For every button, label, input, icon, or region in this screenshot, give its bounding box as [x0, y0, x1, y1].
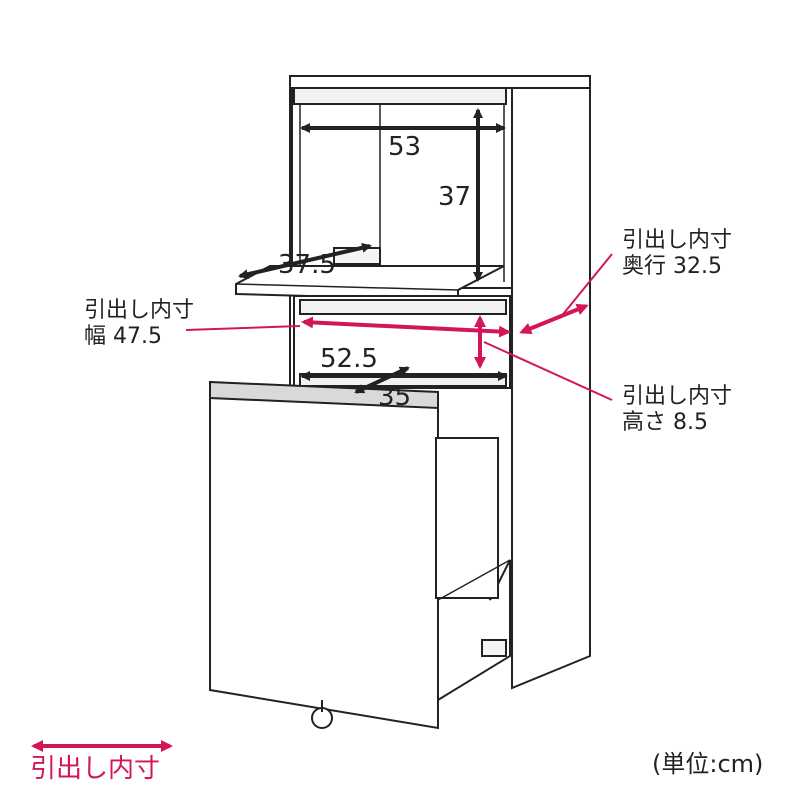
label-lower-width: 52.5: [320, 344, 378, 374]
label-lower-depth: 35: [378, 382, 412, 412]
cabinet-outline: [209, 75, 591, 730]
leader-width: [185, 325, 301, 331]
callout-depth-line1: 引出し内寸: [622, 228, 733, 253]
callout-drawer-height: 引出し内寸 高さ 8.5: [622, 384, 732, 436]
arrow-lower-depth: [354, 366, 410, 394]
leader-height: [483, 341, 613, 401]
unit-note: (単位:cm): [652, 750, 764, 778]
drawer-bin: [435, 437, 499, 599]
callout-depth-line2: 奥行 32.5: [622, 254, 722, 279]
callout-drawer-width: 引出し内寸 幅 47.5: [84, 298, 194, 350]
pink-depth-arrow: [519, 303, 589, 335]
label-slide-depth: 37.5: [278, 250, 336, 280]
pink-arrows: [301, 303, 589, 369]
cabinet-side-panel: [511, 87, 591, 690]
slide-shelf: [235, 265, 505, 302]
callout-height-line1: 引出し内寸: [622, 384, 733, 409]
drawer-slide: [481, 639, 507, 657]
callout-height-line2: 高さ 8.5: [622, 410, 708, 435]
leader-depth: [559, 253, 613, 319]
arrow-slide-depth: [238, 242, 372, 280]
label-top-height: 37: [438, 182, 472, 212]
drawer-front: [209, 386, 439, 730]
dimension-arrows: [238, 108, 508, 394]
leader-lines: [185, 253, 613, 401]
callout-width-line2: 幅 47.5: [84, 324, 162, 349]
legend-label: 引出し内寸: [30, 754, 161, 784]
label-top-width: 53: [388, 132, 422, 162]
callout-width-line1: 引出し内寸: [84, 298, 195, 323]
top-rail: [293, 87, 507, 105]
callout-drawer-depth: 引出し内寸 奥行 32.5: [622, 228, 732, 280]
middle-drawer-rail-top: [299, 299, 507, 315]
